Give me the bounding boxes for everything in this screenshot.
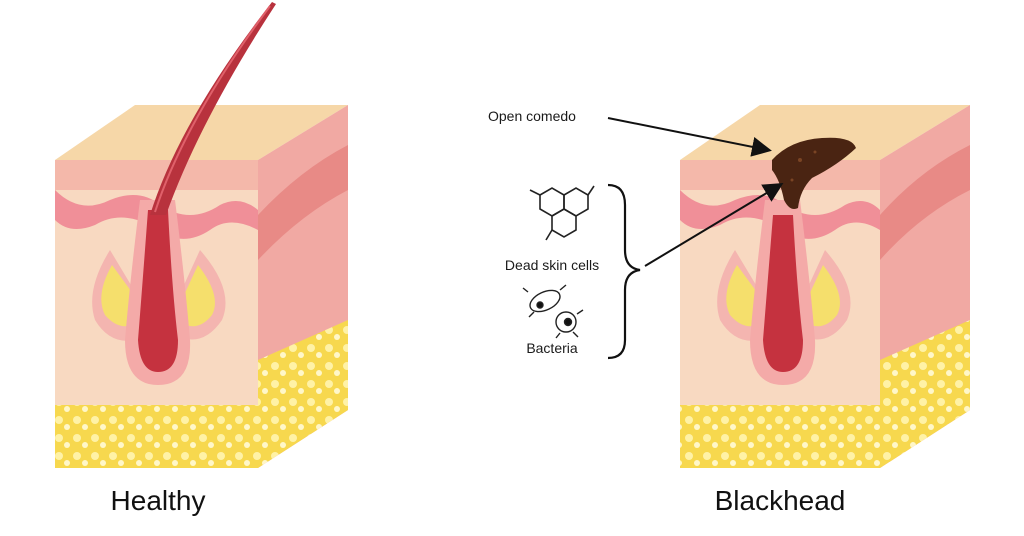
- blackhead-skin-block: [680, 105, 970, 468]
- hair-shaft: [150, 2, 276, 215]
- bacteria-label: Bacteria: [526, 340, 578, 356]
- sebaceous-gland-left: [726, 265, 759, 327]
- sebaceous-gland-left: [101, 265, 134, 327]
- comedo-speck: [798, 158, 802, 162]
- side-layer-band: [258, 145, 348, 260]
- comedo-plug: [772, 137, 856, 209]
- bacteria-icon: [522, 284, 584, 339]
- hair-highlight: [154, 5, 271, 213]
- hair-root: [763, 215, 803, 372]
- comedo-speck: [790, 178, 794, 182]
- side-fat-layer: [258, 320, 348, 468]
- fat-layer: [55, 405, 258, 468]
- fat-layer: [680, 405, 880, 468]
- epidermis-top-face: [55, 105, 348, 160]
- side-fat-layer: [880, 320, 970, 468]
- open-comedo-arrow: [607, 117, 772, 157]
- hair-root: [138, 210, 178, 372]
- dead-skin-cells-label: Dead skin cells: [505, 257, 599, 273]
- dead-skin-cells-icon: [529, 185, 595, 241]
- composition-arrow: [644, 182, 784, 267]
- sebaceous-gland-right: [809, 265, 840, 327]
- healthy-skin-block: [55, 2, 348, 468]
- grouping-brace: [607, 183, 641, 360]
- healthy-label: Healthy: [111, 485, 206, 516]
- side-layer-band: [880, 145, 970, 260]
- comedo-speck: [813, 150, 817, 154]
- epidermis-front-band: [55, 160, 258, 190]
- sebaceous-gland-right: [184, 265, 215, 327]
- blackhead-label: Blackhead: [715, 485, 846, 516]
- open-comedo-label: Open comedo: [488, 108, 576, 124]
